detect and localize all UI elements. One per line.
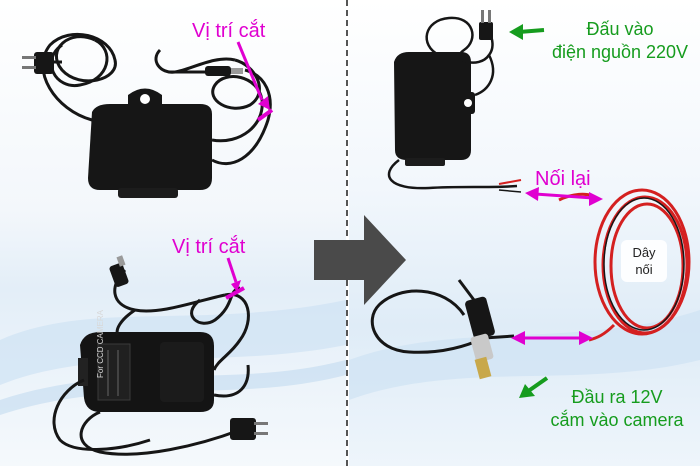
bottom-adapter	[78, 332, 214, 412]
reconnect-label: Nối lại	[535, 168, 591, 190]
before-illustration	[0, 32, 346, 456]
bottom-plug	[230, 418, 268, 440]
input-arrow	[509, 24, 545, 40]
top-cut-marker	[236, 41, 274, 122]
reconnect-arrow-top	[525, 187, 603, 206]
connecting-wire-label: Dây nối	[632, 245, 656, 277]
dashed-divider	[346, 0, 348, 466]
cut-adapter	[394, 52, 475, 166]
background-swoosh	[349, 310, 700, 400]
output-camera-label: Đầu ra 12V cắm vào camera	[550, 387, 684, 430]
red-wire-coil	[558, 188, 691, 342]
bottom-cut-marker	[225, 257, 245, 300]
top-plug	[22, 52, 54, 74]
input-power-label: Đấu vào điện nguồn 220V	[551, 19, 689, 62]
cut-output-wire	[387, 159, 522, 193]
reconnect-arrow-bottom	[511, 331, 593, 345]
adapter-print-text: For CCD CAMERA	[96, 309, 105, 378]
top-adapter	[88, 88, 212, 198]
top-dc-connector	[205, 66, 243, 76]
dc-output-cable	[370, 279, 515, 354]
after-illustration	[349, 10, 700, 400]
cut-position-label-bottom: Vị trí cắt	[172, 236, 246, 258]
after-panel: Đấu vào điện nguồn 220V Nối lại Dây nối …	[349, 0, 700, 466]
dc-barrel-plug	[465, 296, 495, 380]
wire-label-bubble	[621, 240, 667, 282]
before-panel: Vị trí cắt Vị trí cắt For CCD CAMERA	[0, 0, 346, 466]
output-arrow	[519, 376, 549, 398]
bottom-dc-connector	[109, 255, 129, 287]
input-plug	[479, 10, 493, 40]
cut-position-label-top: Vị trí cắt	[192, 20, 266, 42]
